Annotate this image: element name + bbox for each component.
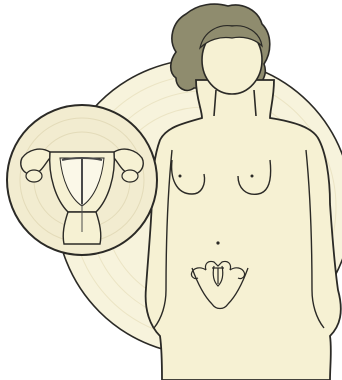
left-nipple — [179, 175, 182, 178]
magnifier-lens — [7, 105, 157, 255]
left-ovary — [26, 170, 42, 182]
navel — [216, 241, 219, 244]
right-ovary — [122, 170, 138, 182]
right-nipple — [251, 175, 254, 178]
